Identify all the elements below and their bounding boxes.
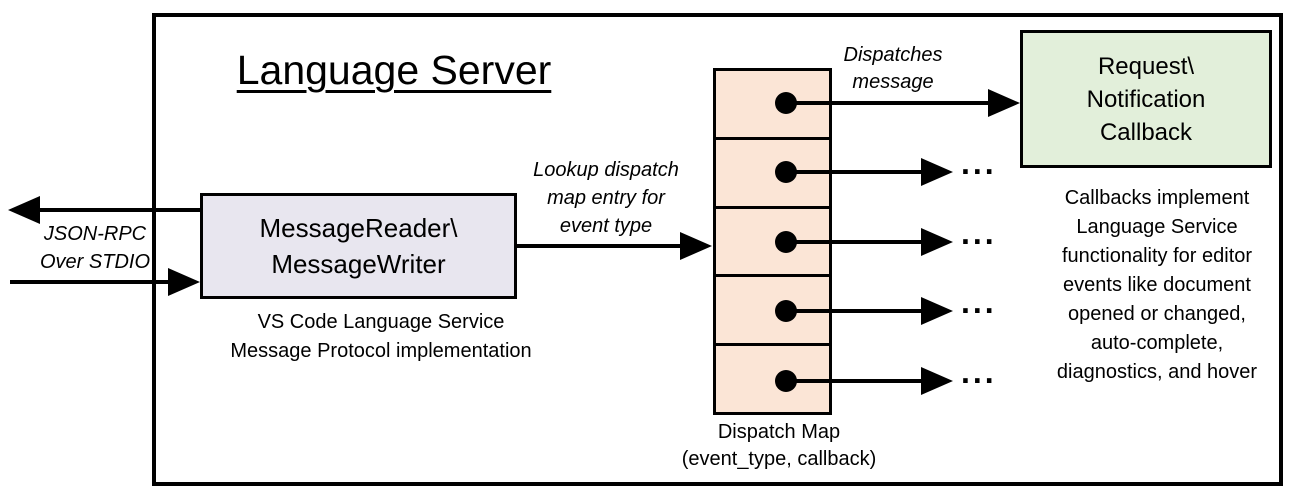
dispatch-map-cell [716, 346, 829, 412]
json-rpc-label-line1: JSON-RPC [43, 223, 147, 245]
callbacks-note-line: diagnostics, and hover [1056, 361, 1258, 383]
lookup-label-line3: event type [559, 215, 653, 237]
dispatch-map-cell [716, 277, 829, 347]
json-rpc-label-line2: Over STDIO [39, 251, 151, 273]
language-server-box [152, 13, 1283, 486]
dispatches-label-line1: Dispatches [843, 44, 943, 66]
message-box-caption-line1: VS Code Language Service [257, 311, 505, 333]
lookup-label-line1: Lookup dispatch [533, 159, 679, 181]
callback-box-line2: Notification [1086, 85, 1206, 113]
callbacks-note-line: functionality for editor [1061, 245, 1253, 267]
ellipsis-callback-3: ... [961, 215, 997, 251]
message-reader-writer-box: MessageReader\ MessageWriter [200, 193, 517, 299]
callbacks-note-line: auto-complete, [1090, 332, 1224, 354]
dispatch-map-cell [716, 208, 829, 278]
diagram-title: Language Server [236, 47, 552, 93]
callbacks-note: Callbacks implement Language Service fun… [1057, 184, 1257, 387]
message-box-line1: MessageReader\ [259, 213, 458, 243]
message-box-caption: VS Code Language Service Message Protoco… [230, 308, 531, 366]
dispatch-map-caption-line2: (event_type, callback) [681, 448, 877, 470]
callbacks-note-line: opened or changed, [1068, 303, 1246, 325]
callback-box-line3: Callback [1099, 118, 1193, 146]
json-rpc-label: JSON-RPC Over STDIO [40, 220, 150, 276]
dispatches-message-label: Dispatches message [844, 42, 943, 96]
callbacks-note-line: events like document [1063, 274, 1251, 296]
dispatch-map [713, 68, 832, 415]
dispatch-map-cell [716, 71, 829, 140]
callback-box-line1: Request\ [1097, 52, 1195, 80]
lookup-label-line2: map entry for [547, 187, 665, 209]
dispatch-map-caption-line1: Dispatch Map [717, 421, 841, 443]
ellipsis-callback-4: ... [961, 284, 997, 320]
dispatch-map-caption: Dispatch Map (event_type, callback) [682, 419, 877, 473]
callbacks-note-line: Language Service [1076, 216, 1238, 238]
dispatch-map-cell [716, 139, 829, 209]
dispatches-label-line2: message [852, 71, 934, 93]
lookup-label: Lookup dispatch map entry for event type [533, 156, 679, 240]
message-box-caption-line2: Message Protocol implementation [230, 340, 532, 362]
ellipsis-callback-2: ... [961, 145, 997, 181]
ellipsis-callback-5: ... [961, 354, 997, 390]
message-box-line2: MessageWriter [271, 249, 446, 279]
request-notification-callback-box: Request\ Notification Callback [1020, 30, 1272, 168]
callbacks-note-line: Callbacks implement [1064, 187, 1250, 209]
